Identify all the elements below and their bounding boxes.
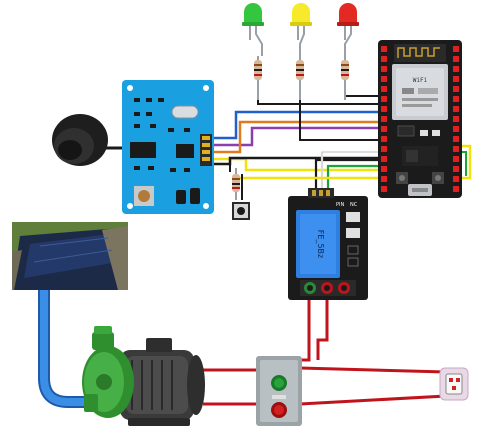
esp32-header-pin bbox=[453, 136, 459, 142]
esp32-header-pin bbox=[381, 136, 387, 142]
esp32-header-pin bbox=[381, 86, 387, 92]
esp32-header-pin bbox=[381, 176, 387, 182]
esp32-header-pin bbox=[453, 86, 459, 92]
esp32-header-pin bbox=[453, 106, 459, 112]
esp32-header-pin bbox=[453, 156, 459, 162]
water-pump bbox=[82, 326, 205, 426]
push-button bbox=[232, 202, 250, 220]
esp32-header-pin bbox=[453, 126, 459, 132]
relay-nc-label: NC bbox=[350, 202, 358, 208]
esp32-header-pin bbox=[381, 56, 387, 62]
esp32-right-header bbox=[453, 46, 459, 192]
relay-pin-label: PIN bbox=[336, 202, 344, 208]
sensor-module bbox=[122, 80, 214, 214]
led-red-icon bbox=[337, 3, 359, 100]
esp32-board: WiFi bbox=[378, 40, 462, 198]
esp32-header-pin bbox=[453, 46, 459, 52]
water-pipe bbox=[38, 290, 92, 408]
esp32-header-pin bbox=[453, 166, 459, 172]
mains-wires bbox=[203, 288, 447, 406]
esp32-header-pin bbox=[381, 46, 387, 52]
esp32-brand-label: WiFi bbox=[413, 77, 428, 84]
led-green-icon bbox=[242, 3, 264, 100]
esp32-header-pin bbox=[453, 186, 459, 192]
ultrasonic-sensor-icon bbox=[52, 114, 126, 166]
esp32-header-pin bbox=[453, 76, 459, 82]
esp32-header-pin bbox=[453, 66, 459, 72]
pulldown-resistor bbox=[232, 168, 240, 200]
esp32-header-pin bbox=[453, 146, 459, 152]
led-yellow-icon bbox=[290, 3, 312, 100]
esp32-header-pin bbox=[453, 56, 459, 62]
esp32-left-header bbox=[381, 46, 387, 192]
esp32-header-pin bbox=[381, 146, 387, 152]
power-plug bbox=[439, 367, 469, 401]
power-switch bbox=[256, 356, 302, 426]
esp32-header-pin bbox=[453, 176, 459, 182]
esp32-header-pin bbox=[453, 96, 459, 102]
esp32-header-pin bbox=[381, 126, 387, 132]
esp32-header-pin bbox=[381, 96, 387, 102]
esp32-header-pin bbox=[381, 116, 387, 122]
relay-module: FE_5Bz PIN NC bbox=[288, 188, 368, 300]
relay-model-label: FE_5Bz bbox=[316, 230, 325, 258]
water-channel-photo bbox=[12, 222, 128, 290]
esp32-header-pin bbox=[381, 186, 387, 192]
esp32-header-pin bbox=[381, 106, 387, 112]
esp32-header-pin bbox=[381, 166, 387, 172]
esp32-header-pin bbox=[381, 76, 387, 82]
esp32-header-pin bbox=[381, 66, 387, 72]
esp32-header-pin bbox=[381, 156, 387, 162]
esp32-header-pin bbox=[453, 116, 459, 122]
